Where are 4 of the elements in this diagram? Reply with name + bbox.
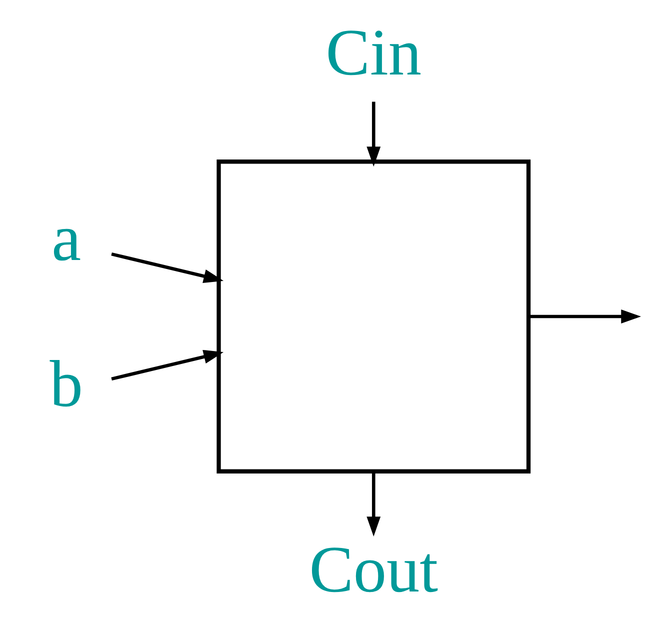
node-text: Cin [326,16,422,90]
node-text: Cout [309,533,438,606]
node-text: b [50,348,83,421]
node-text: a [52,202,82,276]
